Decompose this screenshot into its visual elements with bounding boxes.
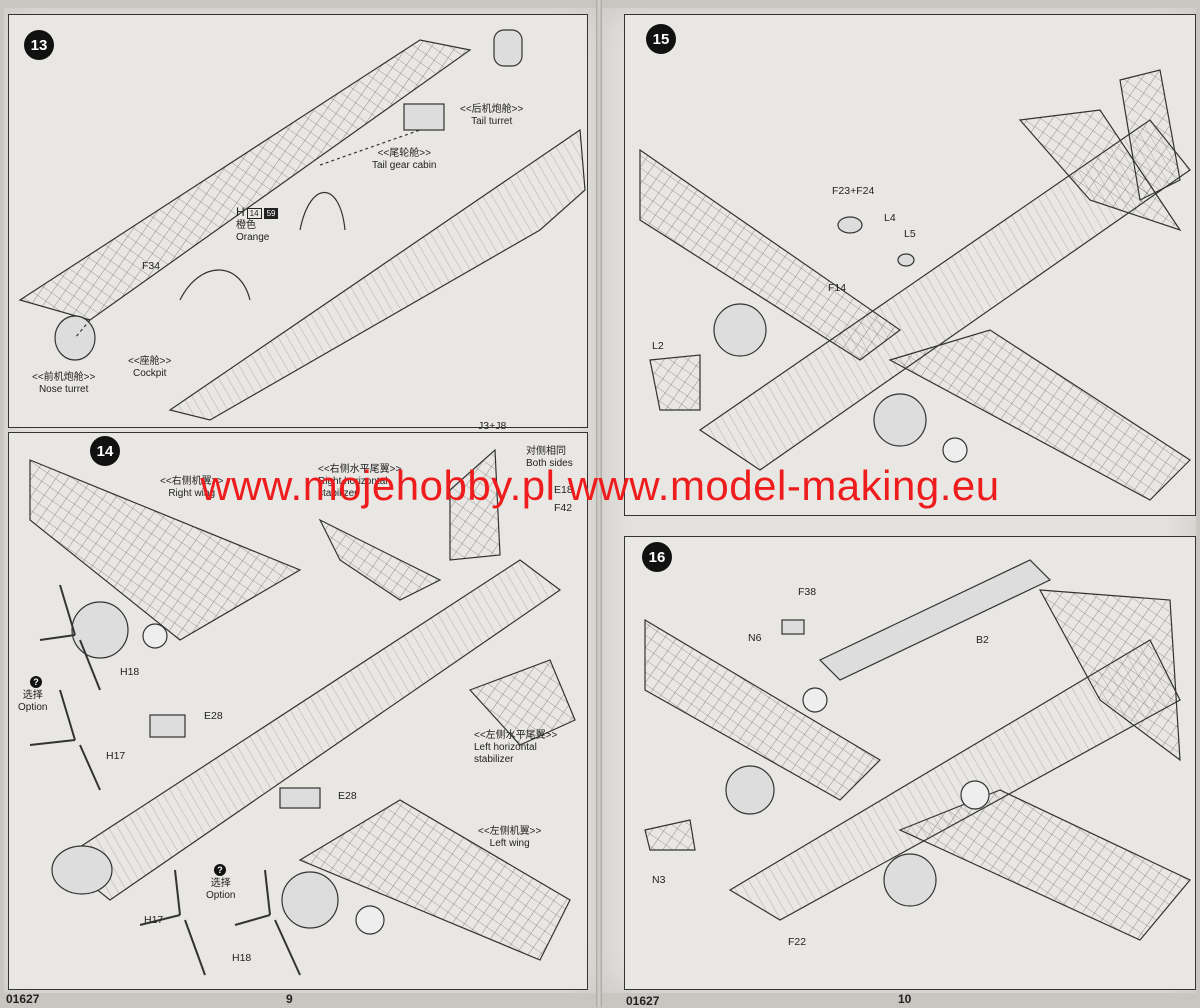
part-n6: N6: [748, 632, 762, 644]
part-f22: F22: [788, 936, 807, 948]
part-e28-top: E28: [204, 710, 223, 722]
tail-turret-label: <<后机炮舱>>Tail turret: [460, 104, 524, 127]
part-b2: B2: [976, 634, 989, 646]
part-h18-bottom: H18: [232, 952, 252, 964]
watermark-text: www.mojehobby.pl www.model-making.eu: [200, 462, 1000, 509]
left-page-number: 9: [286, 992, 293, 1006]
fuselage-half-right: [168, 128, 586, 421]
option-icon-top: ?: [30, 676, 42, 688]
part-h17-top: H17: [106, 750, 126, 762]
part-f34: F34: [142, 260, 161, 272]
part-l2: L2: [652, 340, 664, 352]
nose-turret-label: <<前机炮舱>>Nose turret: [32, 372, 96, 395]
left-page-code: 01627: [6, 992, 40, 1006]
part-h17-bottom: H17: [144, 914, 164, 926]
left-wing-label: <<左侧机翼>>Left wing: [478, 826, 542, 849]
color-part: H: [236, 205, 245, 219]
right-page-code: 01627: [626, 994, 660, 1008]
step-13-badge: 13: [24, 30, 54, 60]
option-icon-bottom: ?: [214, 864, 226, 876]
color-code-2: 59: [263, 208, 279, 219]
part-f38: F38: [798, 586, 817, 598]
part-l4: L4: [884, 212, 896, 224]
part-n3: N3: [652, 874, 666, 886]
fuselage-half-left: [18, 39, 472, 321]
part-f14: F14: [828, 282, 847, 294]
right-page-number: 10: [898, 992, 912, 1006]
page-fold: [596, 0, 602, 1007]
step-15-badge: 15: [646, 24, 676, 54]
part-j3-j8: J3+J8: [478, 420, 507, 432]
right-wing-label: <<右侧机翼>>Right wing: [160, 476, 224, 499]
part-l5: L5: [904, 228, 916, 240]
part-h18-top: H18: [120, 666, 140, 678]
tail-gear-label: <<尾轮舱>>Tail gear cabin: [372, 148, 437, 171]
part-f23-f24: F23+F24: [832, 185, 875, 197]
part-f42: F42: [554, 502, 573, 514]
step-14-badge: 14: [90, 436, 120, 466]
step-16-badge: 16: [642, 542, 672, 572]
part-e28-bottom: E28: [338, 790, 357, 802]
color-code: 14: [246, 208, 262, 219]
part-e18: E18: [554, 484, 573, 496]
cockpit-label: <<座舱>>Cockpit: [128, 356, 172, 379]
